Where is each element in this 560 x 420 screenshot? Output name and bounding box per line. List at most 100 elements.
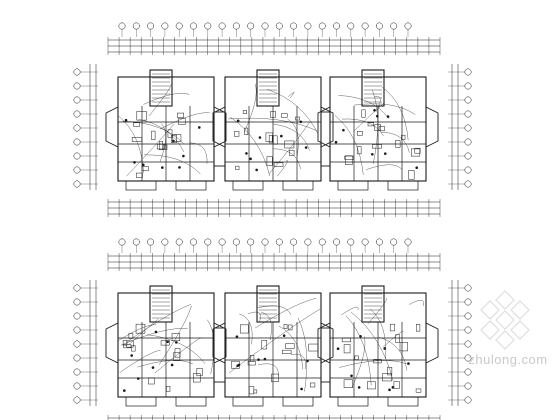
grid-axis-bubble	[318, 238, 326, 246]
fixture	[367, 381, 376, 390]
grid-axis-bubble	[464, 110, 472, 118]
fixture	[271, 373, 279, 382]
grid-axis-bubble	[73, 68, 81, 76]
bay-window	[213, 322, 227, 364]
outlet-symbol	[178, 166, 181, 169]
balcony	[337, 180, 369, 191]
wiring-run	[290, 353, 306, 370]
grid-axis-bubble	[464, 326, 472, 334]
grid-axis-bubble	[73, 326, 81, 334]
grid-axis-bubble	[73, 284, 81, 292]
grid-axis-bubble	[261, 22, 269, 30]
outlet-symbol	[236, 364, 239, 368]
fixture	[281, 349, 292, 354]
grid-axis-bubble	[73, 382, 81, 390]
outlet-symbol	[373, 108, 376, 112]
balcony	[125, 180, 157, 191]
grid-axis-bubble	[73, 82, 81, 90]
fixture	[372, 144, 382, 149]
grid-axis-bubble	[375, 238, 383, 246]
wiring-run	[381, 86, 409, 141]
outlet-symbol	[357, 386, 361, 389]
watermark-logo	[480, 290, 530, 350]
fixture	[401, 134, 406, 140]
outlet-symbol	[371, 152, 374, 156]
stair-core	[149, 285, 173, 323]
grid-axis-bubble	[73, 368, 81, 376]
watermark-diamond	[510, 320, 530, 340]
fixture	[341, 337, 351, 343]
wiring-run	[120, 328, 188, 346]
grid-axis-bubble	[347, 238, 355, 246]
balcony	[232, 396, 264, 407]
wiring-run	[122, 120, 184, 144]
grid-axis-bubble	[204, 238, 212, 246]
outlet-symbol	[124, 118, 128, 122]
balcony	[282, 180, 314, 191]
bay-window	[213, 106, 227, 148]
wiring-run	[370, 308, 387, 359]
outlet-symbol	[280, 134, 283, 138]
grid-axis-bubble	[390, 22, 398, 30]
fixture	[171, 134, 177, 144]
apartment-unit	[212, 69, 334, 191]
wiring-run	[159, 305, 192, 365]
grid-axis-bubble	[390, 238, 398, 246]
grid-axis-bubble	[464, 68, 472, 76]
fixture	[283, 324, 288, 329]
fixture	[244, 127, 249, 135]
outlet-symbol	[236, 119, 240, 123]
grid-axis-bubble	[73, 298, 81, 306]
wiring-run	[257, 305, 292, 315]
outlet-symbol	[257, 358, 260, 361]
grid-axis-bubble	[161, 238, 169, 246]
outlet-symbol	[255, 168, 258, 172]
grid-axis-bubble	[247, 238, 255, 246]
outlet-symbol	[151, 366, 155, 369]
watermark-diamond	[495, 330, 515, 350]
grid-axis-bubble	[290, 22, 298, 30]
grid-axis-bubble	[175, 22, 183, 30]
outlet-symbol	[383, 152, 387, 155]
outlet-symbol	[263, 357, 267, 361]
fixture	[273, 135, 278, 145]
outlet-symbol	[299, 120, 303, 124]
wiring-run	[297, 317, 307, 392]
fixture	[136, 111, 147, 121]
wiring-run	[267, 89, 319, 135]
grid-axis-bubble	[375, 22, 383, 30]
balcony	[175, 396, 207, 407]
fixture	[356, 146, 362, 155]
grid-axis-bubble	[73, 354, 81, 362]
plan-lower	[73, 238, 472, 420]
fixture	[172, 134, 182, 142]
wiring-run	[288, 92, 295, 99]
connector-wall	[320, 327, 331, 383]
wiring-run	[273, 124, 310, 151]
grid-axis-bubble	[232, 238, 240, 246]
fixture	[415, 388, 422, 393]
grid-axis-bubble	[404, 22, 412, 30]
grid-axis-bubble	[464, 180, 472, 188]
outlet-symbol	[136, 377, 140, 380]
grid-axis-bubble	[190, 238, 197, 246]
outlet-symbol	[123, 389, 126, 392]
bay-window	[212, 322, 226, 364]
grid-axis-bubble	[464, 166, 472, 174]
outlet-symbol	[375, 114, 379, 118]
outlet-symbol	[350, 374, 353, 378]
fixture	[173, 352, 181, 361]
watermark-diamond	[495, 290, 515, 310]
connector-wall	[213, 111, 226, 167]
outlet-symbol	[175, 341, 178, 344]
grid-axis-bubble	[73, 396, 81, 404]
grid-axis-bubble	[347, 22, 355, 30]
wiring-run	[143, 93, 190, 105]
watermark-diamond	[495, 310, 515, 330]
fixture	[415, 324, 421, 332]
balcony	[175, 180, 207, 191]
fixture	[171, 333, 181, 341]
watermark-diamond	[510, 300, 530, 320]
fixture	[160, 340, 170, 346]
